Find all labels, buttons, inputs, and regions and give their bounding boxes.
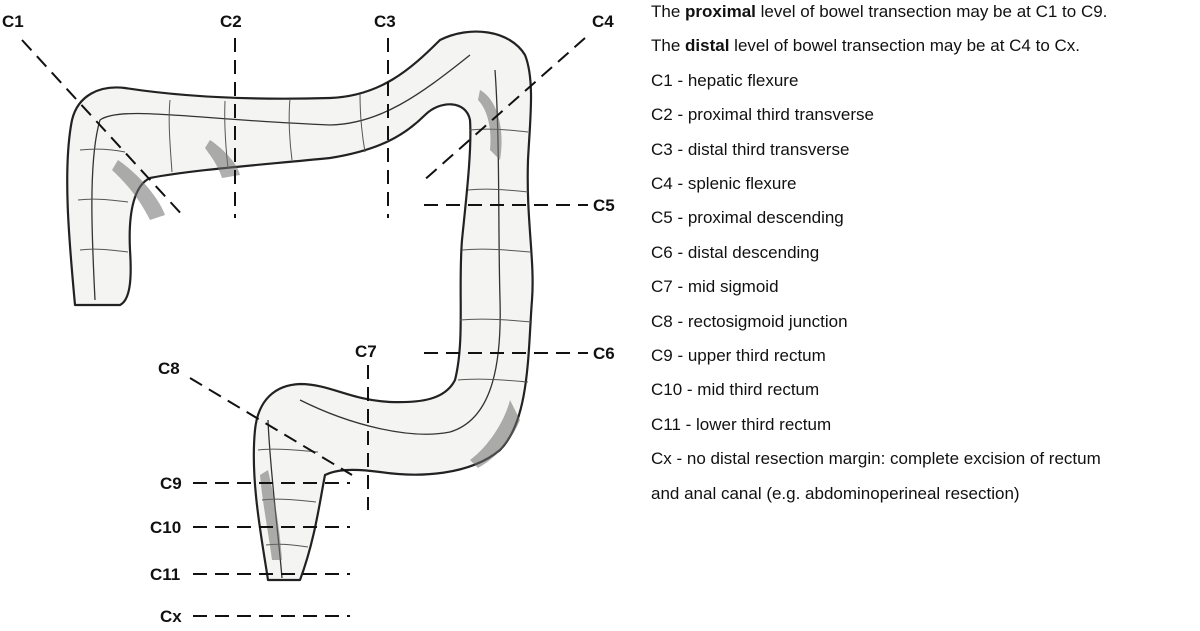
legend-distal-note: The distal level of bowel transection ma…: [651, 29, 1199, 63]
legend-item: C3 - distal third transverse: [651, 139, 850, 159]
legend-item: C10 - mid third rectum: [651, 380, 820, 400]
legend-item: C1 - hepatic flexure: [651, 70, 799, 90]
legend-emphasis: proximal: [685, 2, 756, 21]
label-c5: C5: [593, 196, 615, 215]
legend-item: C4 - splenic flexure: [651, 174, 797, 194]
legend-text: The: [651, 2, 686, 21]
cut-line-c1: [21, 39, 186, 219]
legend-item: C6 - distal descending: [651, 242, 820, 262]
label-c3: C3: [374, 12, 396, 31]
legend: The proximal level of bowel transection …: [651, 0, 1199, 511]
legend-item: C5 - proximal descending: [651, 208, 844, 228]
colon-illustration: [66, 30, 534, 582]
transection-lines: [21, 37, 588, 617]
legend-item: C9 - upper third rectum: [651, 346, 826, 366]
colon-diagram: C1 C2 C3 C4 C5 C6 C7 C8 C9 C10 C11 Cx: [2, 12, 615, 626]
label-c9: C9: [160, 474, 182, 493]
legend-text: The: [651, 36, 686, 56]
legend-item: C11 - lower third rectum: [651, 414, 832, 434]
legend-text: level of bowel transection may be at C1 …: [755, 2, 1108, 21]
label-c2: C2: [220, 12, 242, 31]
cut-line-c8: [189, 377, 353, 476]
legend-item: C2 - proximal third transverse: [651, 105, 874, 125]
legend-text: level of bowel transection may be at C4 …: [729, 36, 1080, 56]
legend-item: C7 - mid sigmoid: [651, 277, 779, 297]
cut-line-c4: [421, 37, 586, 183]
legend-item-continued: and anal canal (e.g. abdominoperineal re…: [651, 483, 1020, 503]
label-c8: C8: [158, 359, 180, 378]
label-c1: C1: [2, 12, 24, 31]
label-c6: C6: [593, 344, 615, 363]
legend-item: Cx - no distal resection margin: complet…: [651, 449, 1101, 469]
legend-item: C8 - rectosigmoid junction: [651, 311, 848, 331]
label-c4: C4: [592, 12, 614, 31]
label-c11: C11: [150, 565, 180, 584]
cut-labels: C1 C2 C3 C4 C5 C6 C7 C8 C9 C10 C11 Cx: [2, 12, 615, 626]
label-c7: C7: [355, 342, 377, 361]
legend-proximal-note: The proximal level of bowel transection …: [651, 0, 1199, 29]
label-cx: Cx: [160, 607, 182, 626]
legend-emphasis: distal: [685, 36, 730, 56]
label-c10: C10: [150, 518, 181, 537]
